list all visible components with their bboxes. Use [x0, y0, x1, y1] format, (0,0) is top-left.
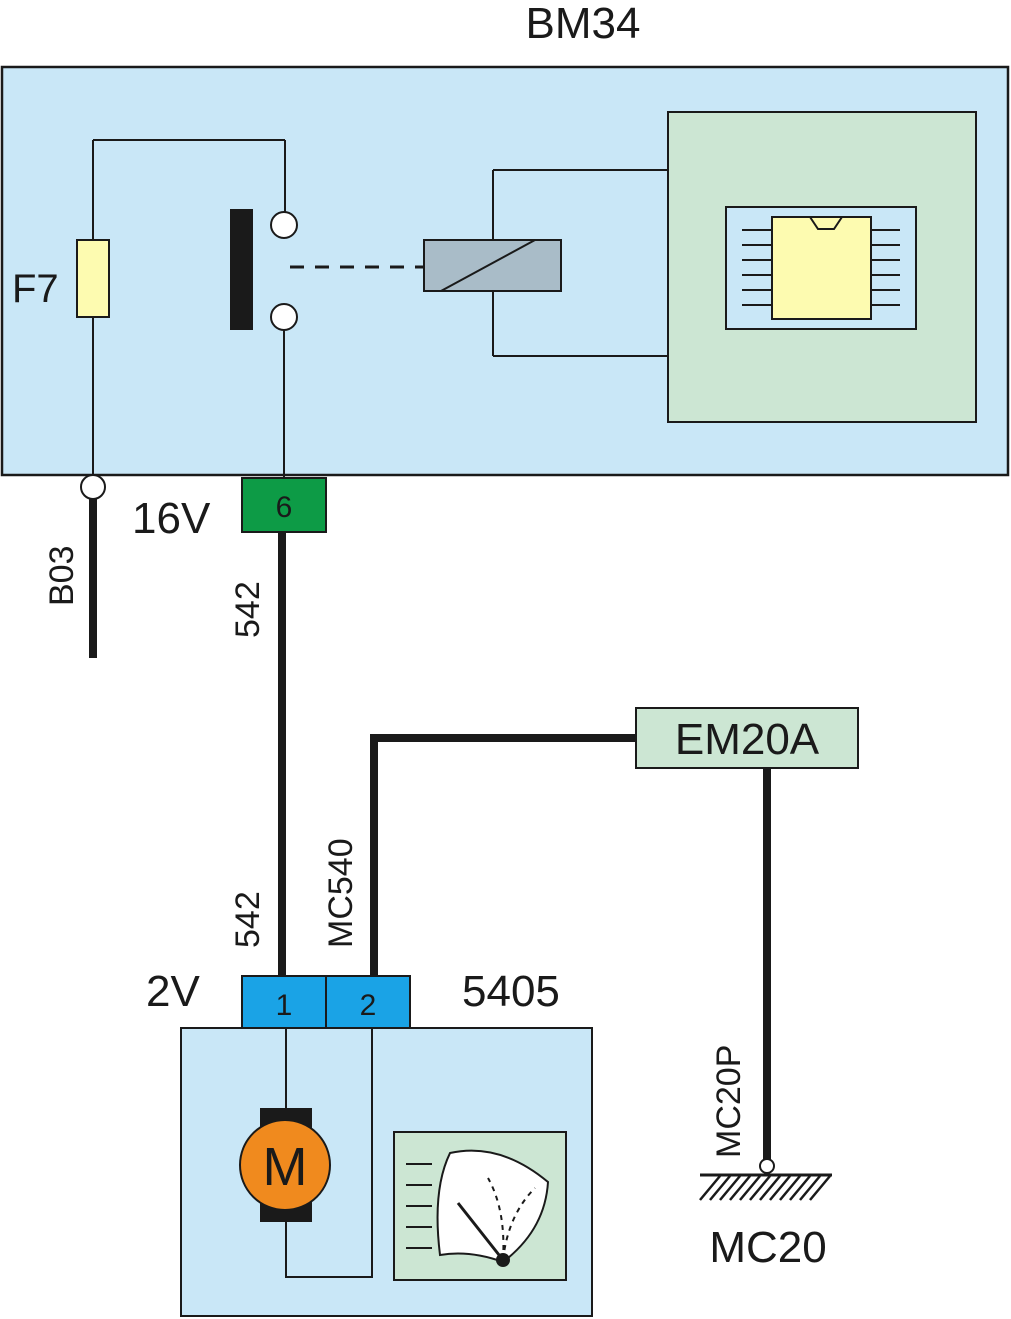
relay-coil — [423, 239, 562, 292]
chip-notch — [809, 216, 843, 230]
pin-2-label: 2 — [360, 989, 377, 1022]
ground-terminal — [759, 1158, 775, 1174]
connector-pin-2 — [325, 975, 411, 1029]
wire-542-lower-label: 542 — [229, 891, 267, 948]
relay-bottom-terminal — [270, 303, 298, 331]
em20a-connector — [635, 707, 859, 769]
connector-pin-6 — [241, 477, 327, 533]
wire-542-upper-label: 542 — [229, 581, 267, 638]
em20a-label: EM20A — [675, 715, 820, 764]
relay-contact-bar — [230, 209, 253, 330]
fuse-label: F7 — [12, 267, 59, 311]
chip-pins — [742, 229, 900, 306]
wire-mc540 — [370, 734, 636, 978]
connector-pin-1 — [241, 975, 327, 1029]
wire-mc540-label: MC540 — [322, 838, 360, 948]
wiper-arm-icon — [456, 1202, 505, 1261]
wiper-symbol-lines — [406, 1163, 432, 1249]
chip — [771, 216, 872, 320]
connector-2v-label: 2V — [146, 967, 200, 1016]
bm34-label: BM34 — [526, 0, 641, 48]
relay-top-terminal — [270, 211, 298, 239]
module-5405-label: 5405 — [462, 967, 560, 1016]
wire-mc20p-label: MC20P — [710, 1045, 748, 1158]
ground-mc20-label: MC20 — [709, 1223, 826, 1272]
b03-terminal — [80, 474, 106, 500]
motor-return-wire — [285, 1028, 373, 1278]
windscreen-icon — [436, 1149, 550, 1264]
motor-label: M — [263, 1137, 308, 1197]
wiper-pivot-icon — [496, 1253, 510, 1267]
relay-coil-diagonal — [440, 239, 536, 292]
wiper-sweep-icon — [487, 1177, 536, 1261]
fuse-f7 — [76, 239, 110, 318]
pin-1-label: 1 — [276, 989, 293, 1022]
wiper-motor — [239, 1119, 331, 1211]
ground-hatching — [699, 1175, 831, 1201]
connector-16v-label: 16V — [132, 494, 211, 543]
b03-label: B03 — [43, 546, 81, 607]
pin-6-label: 6 — [276, 491, 293, 524]
